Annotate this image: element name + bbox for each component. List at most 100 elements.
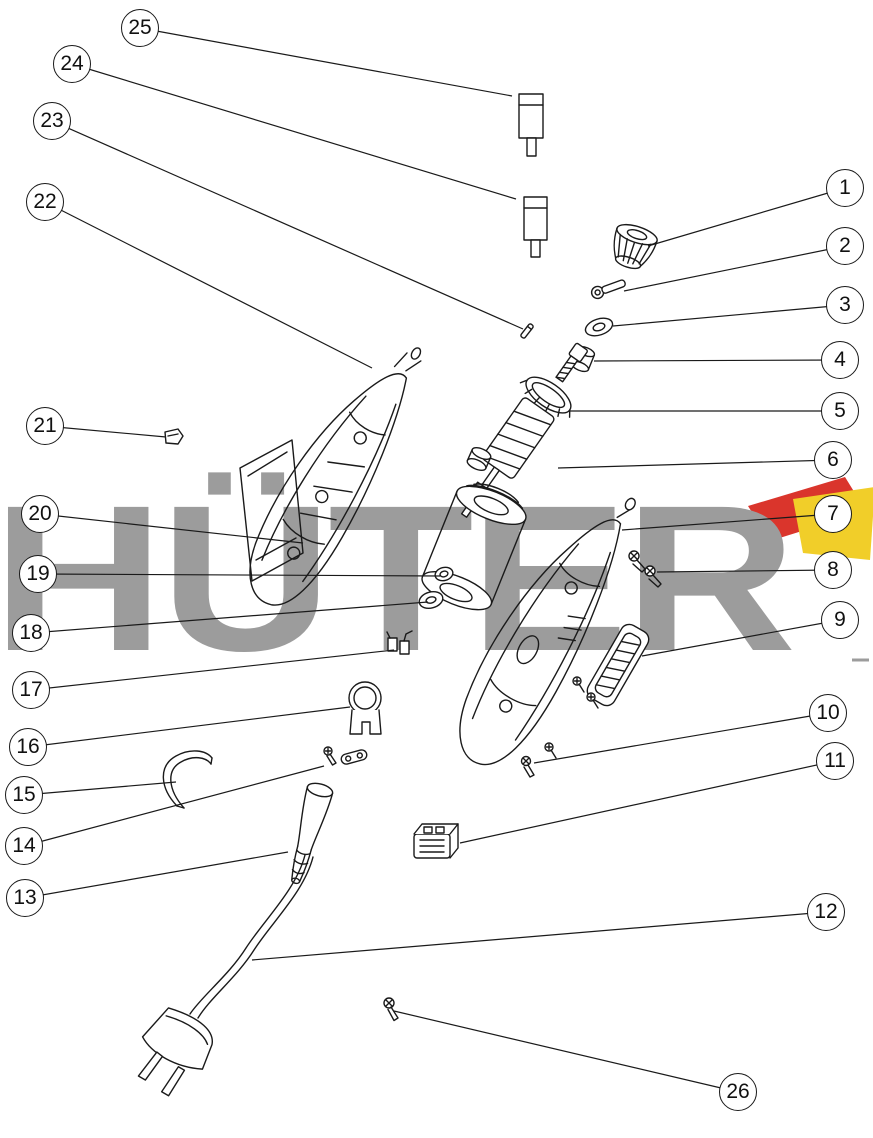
callout-2-number: 2 — [839, 234, 851, 257]
callout-11-number: 11 — [824, 749, 846, 772]
part-17-brush-holder — [386, 630, 413, 655]
leader-lines — [23, 27, 846, 1093]
callout-3-number: 3 — [839, 293, 851, 316]
leader-line-14 — [23, 765, 325, 847]
part-18-washer — [418, 590, 444, 610]
leader-line-16 — [27, 706, 351, 748]
part-24-carbon-brush — [523, 196, 548, 258]
leader-line-26 — [393, 1010, 739, 1093]
callout-6: 6 — [814, 441, 852, 479]
callout-11: 11 — [816, 742, 854, 780]
callout-26: 26 — [719, 1073, 757, 1111]
leader-line-1 — [647, 187, 846, 247]
part-11-switch — [413, 823, 459, 859]
part-9-brush-cover — [586, 623, 650, 707]
watermark: HÜTER — [0, 463, 873, 695]
callout-19-number: 19 — [26, 562, 50, 585]
leader-line-21 — [44, 425, 167, 438]
callout-23: 23 — [33, 102, 71, 140]
leader-line-24 — [71, 63, 517, 200]
leader-line-2 — [623, 245, 846, 292]
leader-line-4 — [593, 359, 841, 362]
callout-25: 25 — [121, 9, 159, 47]
callout-22-number: 22 — [33, 190, 57, 213]
callout-4: 4 — [821, 341, 859, 379]
part-15-spring-clip — [162, 750, 213, 809]
leader-line-17 — [30, 649, 395, 691]
part-16-holder — [348, 681, 382, 735]
callout-15: 15 — [5, 776, 43, 814]
upper-bearing — [466, 447, 492, 471]
leader-line-15 — [23, 781, 177, 796]
callout-7: 7 — [814, 495, 852, 533]
leader-line-12 — [251, 911, 827, 961]
leader-line-23 — [51, 120, 524, 330]
plug — [137, 1007, 213, 1097]
leader-line-11 — [459, 760, 836, 844]
callout-4-number: 4 — [834, 348, 846, 371]
callout-10-number: 10 — [816, 701, 840, 724]
callout-12: 12 — [807, 893, 845, 931]
callout-24-number: 24 — [60, 52, 84, 75]
part-2-wrench — [590, 279, 626, 300]
leader-line-20 — [39, 513, 304, 544]
leader-line-19 — [37, 573, 441, 577]
callout-14: 14 — [5, 827, 43, 865]
callout-18: 18 — [12, 614, 50, 652]
callout-17-number: 17 — [19, 678, 43, 701]
callout-9-number: 9 — [834, 608, 846, 631]
callout-6-number: 6 — [827, 448, 839, 471]
callout-20: 20 — [21, 495, 59, 533]
callout-18-number: 18 — [19, 621, 43, 644]
leader-line-8 — [656, 569, 834, 573]
callout-13: 13 — [6, 879, 44, 917]
callout-17: 17 — [12, 671, 50, 709]
callout-8: 8 — [814, 551, 852, 589]
callout-7-number: 7 — [827, 502, 839, 525]
part-14-screw — [323, 746, 337, 766]
callout-3: 3 — [826, 286, 864, 324]
callout-8-number: 8 — [827, 558, 839, 581]
leader-line-3 — [612, 304, 846, 327]
part-26-screw — [383, 997, 399, 1022]
leader-line-22 — [44, 201, 373, 369]
callout-24: 24 — [53, 45, 91, 83]
part-12-power-cord — [137, 854, 314, 1097]
part-5-fan — [519, 376, 572, 418]
right-housing — [459, 497, 636, 766]
part-6-armature — [460, 342, 588, 518]
callout-2: 2 — [826, 227, 864, 265]
part-3-washer — [584, 317, 614, 337]
callout-10: 10 — [809, 694, 847, 732]
leader-line-13 — [24, 851, 289, 899]
callout-12-number: 12 — [814, 900, 838, 923]
leader-line-6 — [557, 459, 834, 469]
callout-21-number: 21 — [33, 414, 57, 437]
leader-line-10 — [533, 712, 829, 764]
bracket-link — [340, 749, 368, 765]
callout-22: 22 — [26, 183, 64, 221]
callout-1-number: 1 — [839, 176, 851, 199]
leader-line-9 — [641, 619, 841, 657]
callout-16-number: 16 — [16, 735, 40, 758]
callout-9: 9 — [821, 601, 859, 639]
housing-screws — [544, 676, 599, 759]
callout-1: 1 — [826, 169, 864, 207]
part-21-clip — [164, 428, 184, 445]
part-8-screws — [628, 550, 662, 588]
leader-line-7 — [621, 513, 834, 531]
part-7-stator — [421, 483, 527, 611]
callout-21: 21 — [26, 407, 64, 445]
part-1-clamp-nut — [613, 223, 658, 270]
leader-line-25 — [139, 27, 513, 97]
part-10-screw — [520, 755, 535, 778]
watermark-text: HÜTER — [0, 463, 792, 695]
callout-19: 19 — [19, 555, 57, 593]
callout-23-number: 23 — [40, 109, 64, 132]
callout-5-number: 5 — [834, 399, 846, 422]
part-22-left-housing — [249, 347, 422, 606]
callout-20-number: 20 — [28, 502, 52, 525]
callout-16: 16 — [9, 728, 47, 766]
callout-26-number: 26 — [726, 1080, 750, 1103]
